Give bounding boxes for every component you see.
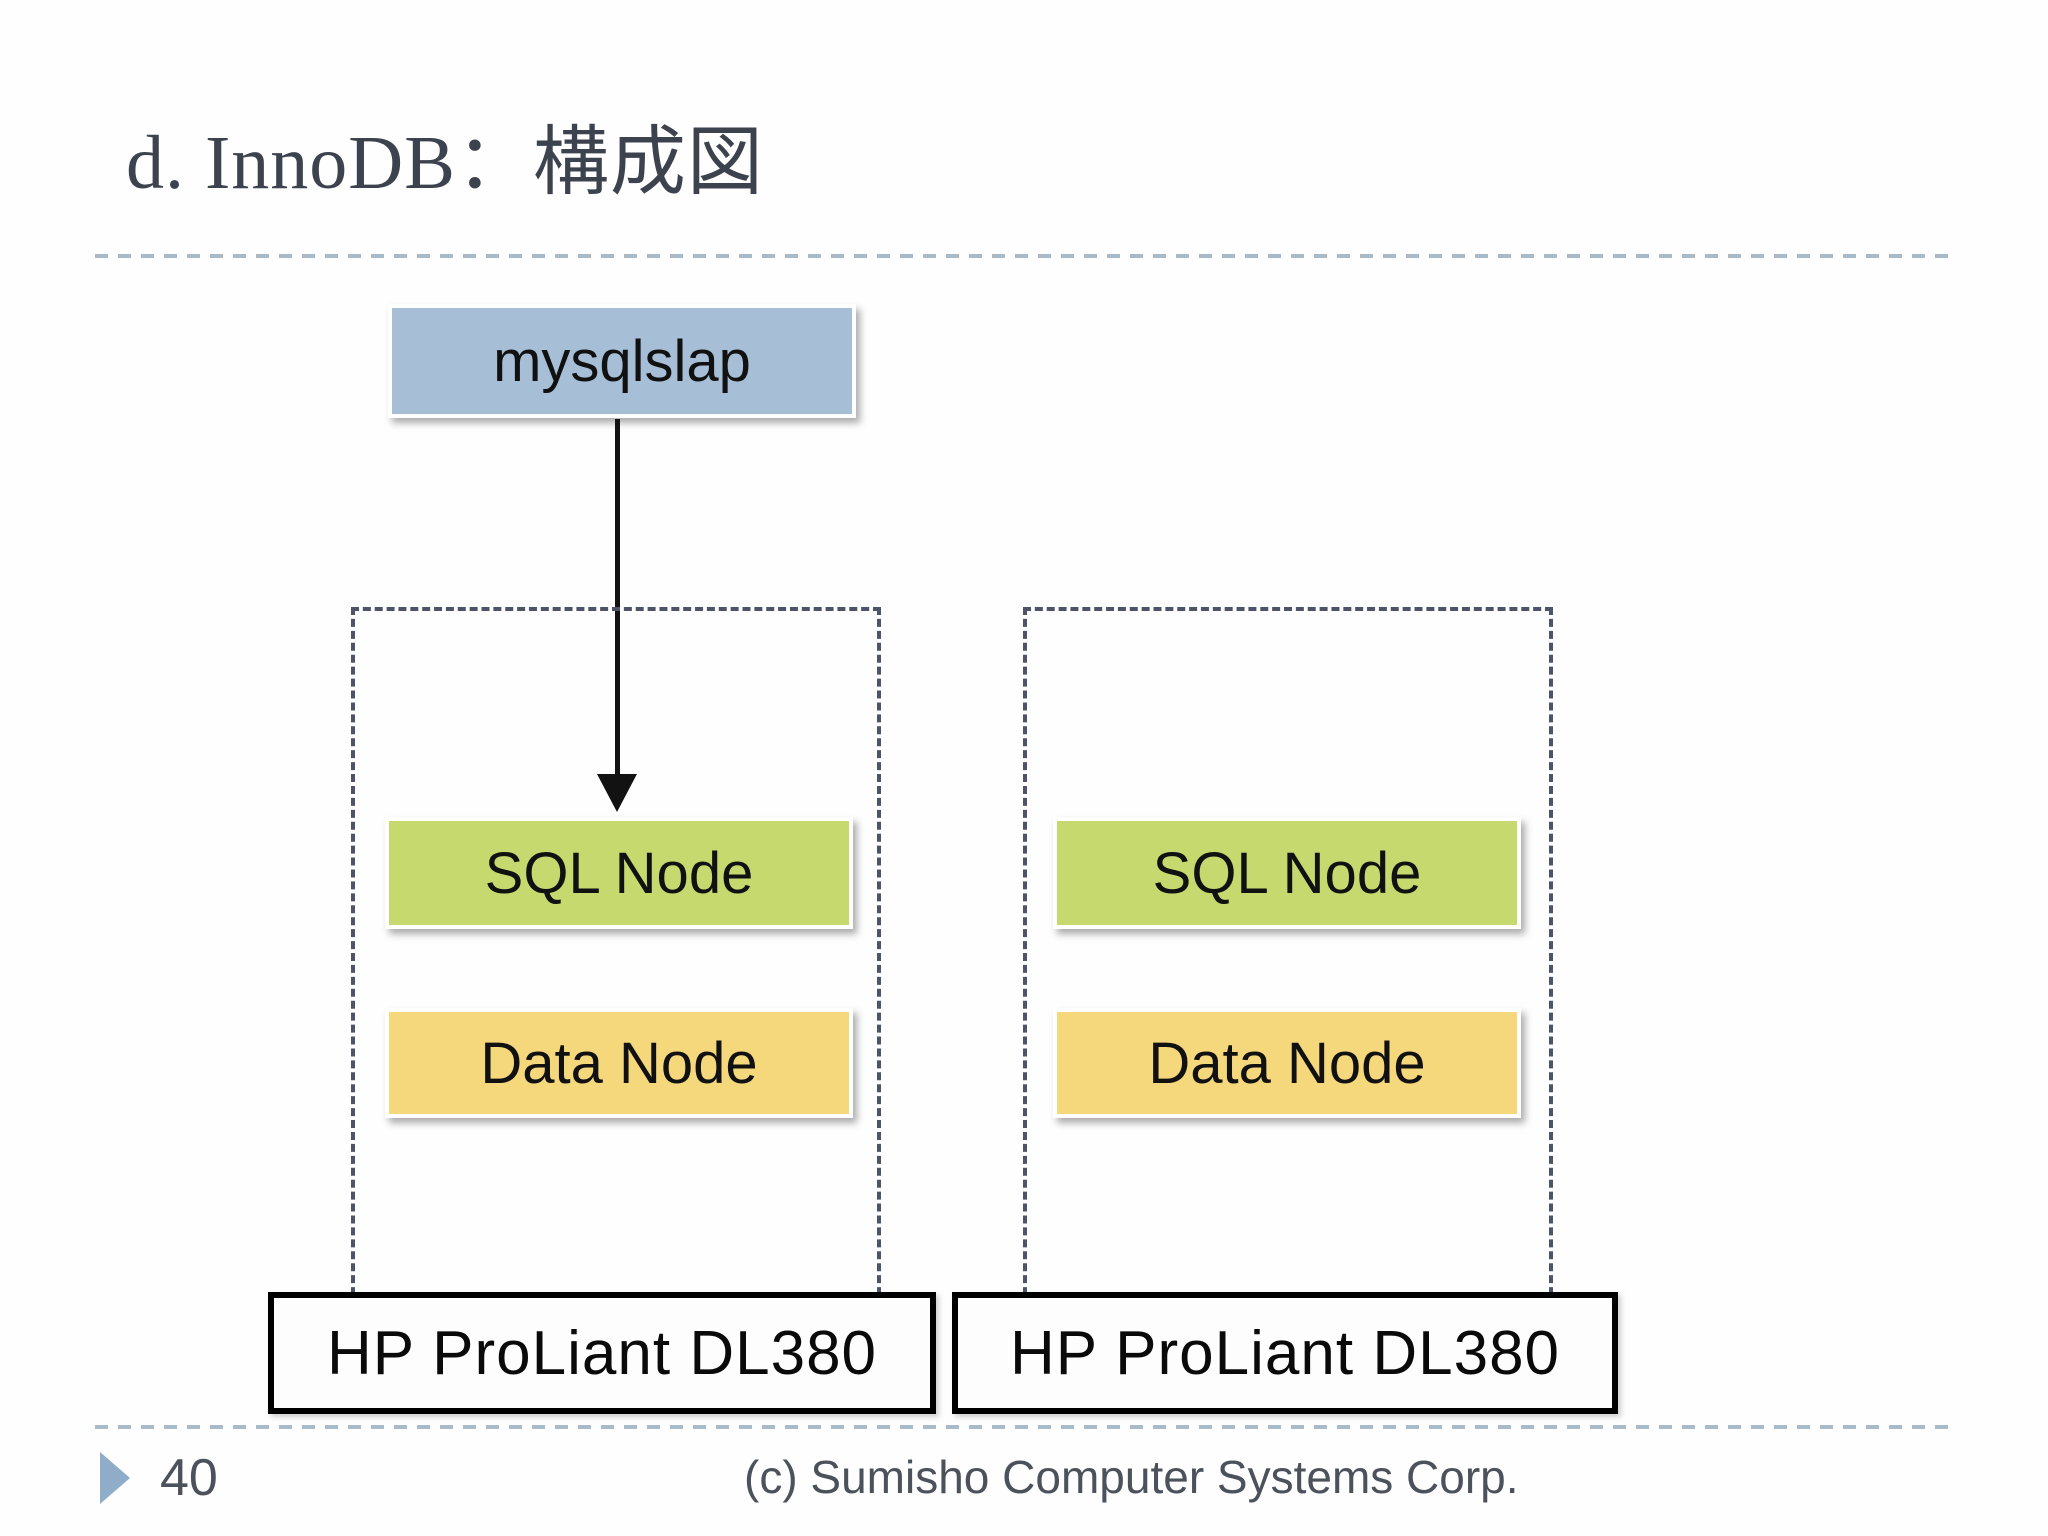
data-node-box-left: Data Node bbox=[385, 1008, 853, 1118]
data-node-box-right: Data Node bbox=[1053, 1008, 1521, 1118]
sql-node-label: SQL Node bbox=[1152, 840, 1422, 906]
footer-divider bbox=[95, 1425, 1955, 1429]
title-divider bbox=[95, 254, 1955, 258]
mysqlslap-box: mysqlslap bbox=[388, 304, 856, 418]
machine-label: HP ProLiant DL380 bbox=[326, 1318, 878, 1388]
copyright-text: (c) Sumisho Computer Systems Corp. bbox=[744, 1451, 1519, 1503]
server-group-left: SQL Node Data Node HP ProLiant DL380 bbox=[268, 607, 936, 1414]
page-number: 40 bbox=[160, 1449, 218, 1507]
machine-label-box-left: HP ProLiant DL380 bbox=[268, 1292, 936, 1414]
down-arrow-head-icon bbox=[597, 774, 637, 812]
data-node-label: Data Node bbox=[480, 1030, 758, 1096]
mysqlslap-label: mysqlslap bbox=[493, 328, 751, 394]
triangle-marker-icon bbox=[100, 1452, 130, 1504]
sql-node-label: SQL Node bbox=[484, 840, 754, 906]
machine-label: HP ProLiant DL380 bbox=[1009, 1318, 1561, 1388]
sql-node-box-left: SQL Node bbox=[385, 817, 853, 929]
data-node-label: Data Node bbox=[1148, 1030, 1426, 1096]
down-arrow-line bbox=[615, 419, 620, 776]
server-boundary-left bbox=[351, 607, 881, 1307]
server-group-right: SQL Node Data Node HP ProLiant DL380 bbox=[952, 607, 1618, 1414]
server-boundary-right bbox=[1023, 607, 1553, 1307]
page-title: d. InnoDB：構成図 bbox=[126, 121, 764, 205]
sql-node-box-right: SQL Node bbox=[1053, 817, 1521, 929]
machine-label-box-right: HP ProLiant DL380 bbox=[952, 1292, 1618, 1414]
